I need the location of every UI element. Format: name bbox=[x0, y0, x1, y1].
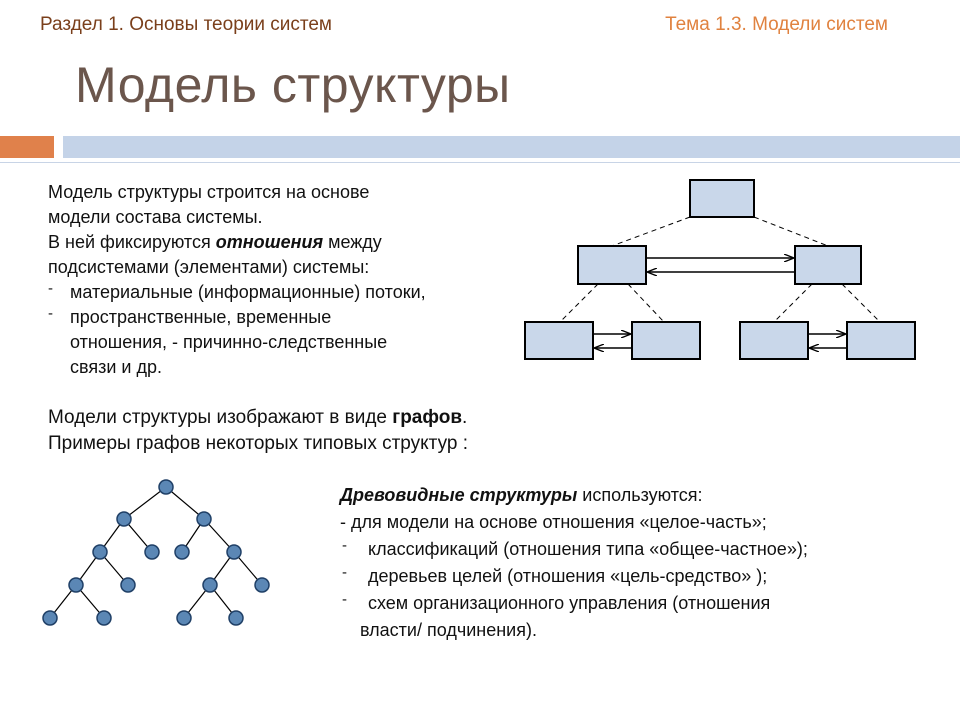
tree-node bbox=[42, 610, 58, 626]
intro-text: Модель структуры строится на основе моде… bbox=[48, 180, 518, 380]
box-bottom-3 bbox=[739, 321, 809, 360]
tree-bullet-3-text: схем организационного управления (отноше… bbox=[368, 593, 771, 613]
intro-line-3-post: между bbox=[323, 232, 382, 252]
tree-bullet-3-cont: власти/ подчинения). bbox=[360, 620, 537, 640]
header-topic: Тема 1.3. Модели систем bbox=[665, 14, 888, 35]
graphs-line-2: Примеры графов некоторых типовых структу… bbox=[48, 433, 469, 454]
tree-node bbox=[174, 544, 190, 560]
tree-bullet-1-text: классификаций (отношения типа «общее-час… bbox=[368, 539, 808, 559]
bullet-dash: - bbox=[48, 280, 53, 297]
tree-node bbox=[96, 610, 112, 626]
tree-heading-post: используются: bbox=[577, 485, 703, 505]
box-bottom-4 bbox=[846, 321, 916, 360]
bullet-dash: - bbox=[48, 305, 53, 322]
header-section: Раздел 1. Основы теории систем bbox=[40, 14, 332, 35]
intro-line-2: модели состава системы. bbox=[48, 207, 263, 227]
bullet-dash: - bbox=[342, 591, 347, 608]
accent-bar-blue bbox=[63, 136, 960, 158]
graphs-text: Модели структуры изображают в виде графо… bbox=[48, 405, 468, 457]
tree-node bbox=[92, 544, 108, 560]
intro-line-1: Модель структуры строится на основе bbox=[48, 182, 370, 202]
tree-node-root bbox=[158, 479, 174, 495]
tree-node bbox=[68, 577, 84, 593]
tree-bullet-3: - схем организационного управления (отнош… bbox=[340, 590, 940, 617]
box-bottom-1 bbox=[524, 321, 594, 360]
tree-bullet-2-text: деревьев целей (отношения «цель-средство… bbox=[368, 566, 768, 586]
emphasis-relations: отношения bbox=[215, 232, 324, 252]
tree-node bbox=[228, 610, 244, 626]
tree-node bbox=[202, 577, 218, 593]
tree-node bbox=[196, 511, 212, 527]
intro-bullet-2: -пространственные, временные bbox=[48, 305, 518, 330]
tree-node bbox=[144, 544, 160, 560]
tree-node bbox=[120, 577, 136, 593]
tree-line-1: - для модели на основе отношения «целое-… bbox=[340, 512, 767, 532]
intro-line-3: В ней фиксируются отношения между bbox=[48, 230, 518, 255]
slide-title: Модель структуры bbox=[75, 57, 511, 113]
tree-node bbox=[176, 610, 192, 626]
graphs-line-1: Модели структуры изображают в виде графо… bbox=[48, 405, 468, 431]
intro-line-4: подсистемами (элементами) системы: bbox=[48, 257, 370, 277]
box-mid-right bbox=[794, 245, 862, 285]
tree-node bbox=[254, 577, 270, 593]
intro-bullet-2-text: пространственные, временные bbox=[70, 307, 332, 327]
accent-bar-orange bbox=[0, 136, 54, 158]
intro-bullet-2-cont: отношения, - причинно-следственные bbox=[70, 332, 388, 352]
intro-bullet-1-text: материальные (информационные) потоки, bbox=[70, 282, 426, 302]
intro-line-3-pre: В ней фиксируются bbox=[48, 232, 216, 252]
box-top bbox=[689, 179, 755, 218]
tree-heading-line: Древовидные структуры используются: bbox=[340, 482, 940, 509]
intro-bullet-1: -материальные (информационные) потоки, bbox=[48, 280, 518, 305]
tree-node bbox=[226, 544, 242, 560]
tree-bullet-1: - классификаций (отношения типа «общее-ча… bbox=[340, 536, 940, 563]
graphs-line-1-pre: Модели структуры изображают в виде bbox=[48, 407, 393, 428]
dashed-links bbox=[559, 216, 881, 323]
graphs-bold: графов bbox=[392, 407, 463, 428]
divider-line bbox=[0, 162, 960, 163]
tree-bullet-2: - деревьев целей (отношения «цель-средств… bbox=[340, 563, 940, 590]
tree-heading: Древовидные структуры bbox=[340, 485, 578, 505]
box-bottom-2 bbox=[631, 321, 701, 360]
bullet-dash: - bbox=[342, 537, 347, 554]
intro-bullet-2-cont2: связи и др. bbox=[70, 357, 162, 377]
tree-node bbox=[116, 511, 132, 527]
graphs-line-1-post: . bbox=[462, 407, 468, 428]
bullet-dash: - bbox=[342, 564, 347, 581]
tree-text: Древовидные структуры используются: - дл… bbox=[340, 482, 940, 644]
box-mid-left bbox=[577, 245, 647, 285]
